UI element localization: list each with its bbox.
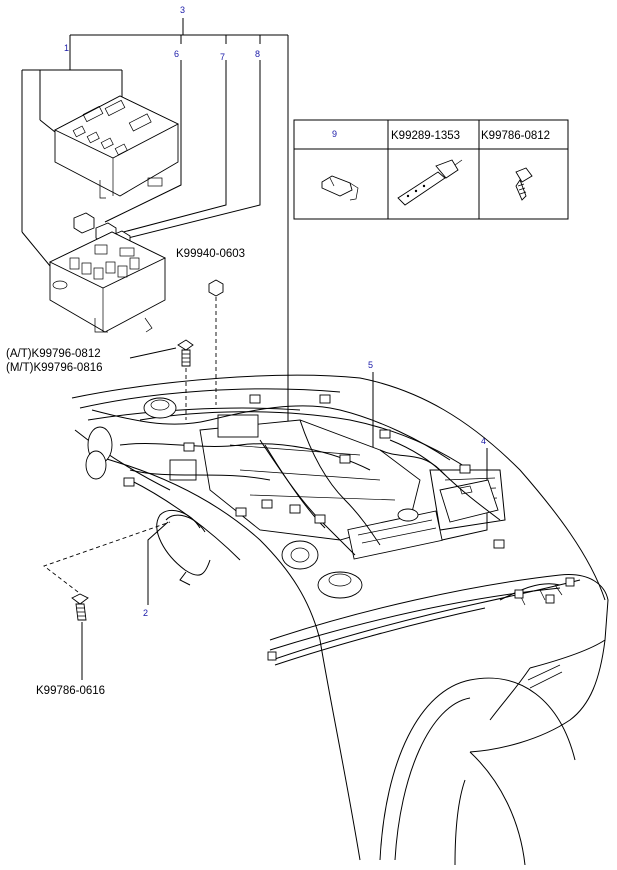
callout-labels: 3 1 6 7 8 5 4 2 xyxy=(64,5,486,618)
part-nut-label: K99940-0603 xyxy=(176,248,245,260)
part-bolt-at-label: (A/T)K99796-0812 xyxy=(6,348,101,360)
table-header-k99289: K99289-1353 xyxy=(391,130,460,142)
callout-1: 1 xyxy=(64,43,69,53)
clip-part-icon xyxy=(321,175,359,201)
callout-8: 8 xyxy=(255,49,260,59)
flange-bolt-part-icon xyxy=(515,167,533,201)
callout-2: 2 xyxy=(143,608,148,618)
bolt-k99796 xyxy=(129,339,194,420)
callout-7: 7 xyxy=(220,52,225,62)
cable-tie-part-icon xyxy=(397,159,463,206)
vehicle-body xyxy=(71,374,609,866)
callout-4: 4 xyxy=(481,436,486,446)
bolt-k99786-0616 xyxy=(43,521,171,680)
part-bolt-bottom-label: K99786-0616 xyxy=(36,685,105,697)
parts-table: 9 K99289-1353 K99786-0812 xyxy=(293,119,569,220)
table-header-9: 9 xyxy=(332,129,337,139)
callout-6: 6 xyxy=(174,49,179,59)
wiring-harness xyxy=(91,394,581,666)
part-numbers: K99940-0603 (A/T)K99796-0812 (M/T)K99796… xyxy=(6,248,245,697)
engine xyxy=(85,397,443,599)
nut-k99940 xyxy=(208,279,224,405)
part-bolt-mt-label: (M/T)K99796-0816 xyxy=(6,362,103,374)
callout-3: 3 xyxy=(180,5,185,15)
relay-box-cover xyxy=(53,95,180,199)
callout-5: 5 xyxy=(368,360,373,370)
relay-box xyxy=(48,231,167,333)
table-header-k99786: K99786-0812 xyxy=(481,130,550,142)
